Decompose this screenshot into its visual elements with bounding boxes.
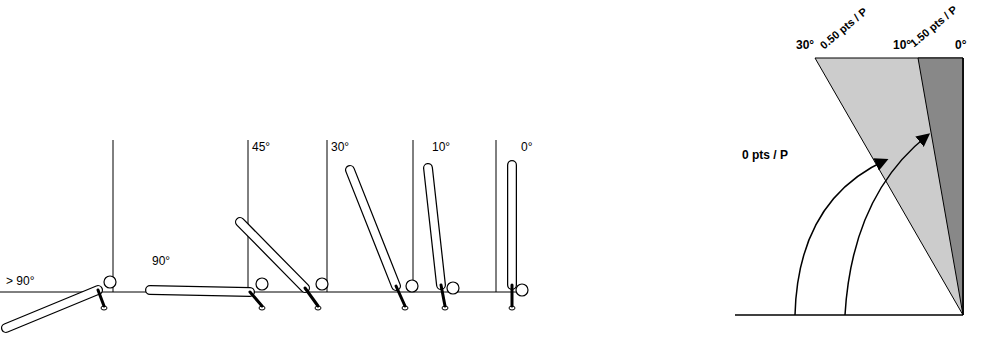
gymnast-head: [516, 284, 528, 296]
gymnast-body: [150, 290, 250, 292]
gymnast-head: [447, 282, 459, 294]
vertical-axis: [962, 58, 964, 315]
gymnast-head: [104, 276, 116, 288]
reference-line: [248, 140, 249, 292]
gymnast-figures: [6, 165, 528, 328]
wedge-10: [918, 58, 963, 315]
angle-label: 0°: [955, 38, 966, 52]
gymnast-arm: [441, 285, 445, 306]
gymnast-body-outline: [150, 290, 250, 292]
gymnast-arm: [511, 285, 514, 306]
gymnast-hand: [442, 306, 448, 310]
gymnast-body-outline: [350, 170, 396, 286]
gymnast-head: [406, 280, 418, 292]
angle-label: 30°: [331, 140, 349, 154]
gymnast-body-outline: [240, 222, 305, 288]
gymnast-body: [508, 165, 516, 285]
arc-arrow: [845, 135, 928, 315]
reference-line: [327, 140, 328, 292]
gymnast-body-outline: [428, 168, 441, 285]
deduction-label: 0.50 pts / P: [817, 4, 870, 52]
gymnast-arm: [98, 290, 104, 306]
gymnast-hand: [101, 306, 107, 310]
reference-line: [496, 140, 497, 292]
gymnast-body-outline: [507, 165, 517, 285]
angle-label: 10°: [432, 140, 450, 154]
gymnast-head: [256, 278, 268, 290]
deduction-label: 1.50 pts / P: [907, 2, 960, 50]
angle-label: > 90°: [6, 274, 35, 288]
gymnast-hand: [402, 306, 408, 310]
gymnast-head: [316, 278, 328, 290]
gymnast-body: [350, 170, 396, 286]
gymnast-body: [6, 290, 98, 328]
deduction-label: 0 pts / P: [742, 148, 788, 162]
gymnast-body: [240, 222, 305, 288]
horizontal-axis: [735, 314, 963, 316]
gymnast-arm: [396, 286, 405, 306]
angle-label: 0°: [521, 140, 532, 154]
angle-label: 30°: [796, 38, 814, 52]
wedge-30: [815, 58, 963, 315]
gymnast-hand: [509, 306, 515, 310]
angle-label: 90°: [152, 254, 170, 268]
arc-arrow: [795, 160, 886, 315]
gymnast-body: [428, 168, 441, 285]
gymnast-arm: [305, 288, 318, 306]
angle-label: 45°: [252, 140, 270, 154]
reference-line: [113, 140, 114, 292]
reference-line: [413, 140, 414, 292]
gymnast-arm: [250, 292, 262, 306]
gymnast-hand: [259, 306, 265, 310]
gymnast-hand: [315, 306, 321, 310]
gymnast-body-outline: [6, 290, 98, 328]
